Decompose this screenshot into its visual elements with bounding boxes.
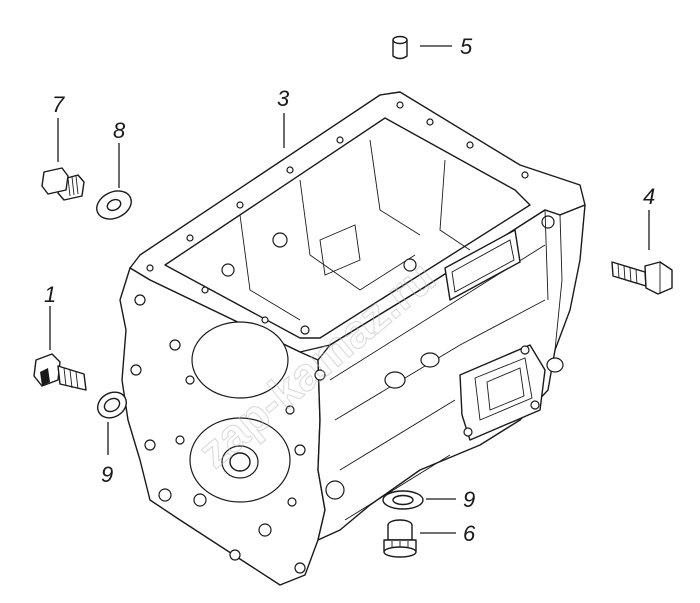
washer-9-left bbox=[96, 391, 128, 419]
front-face-bores bbox=[130, 294, 326, 574]
callout-9-bottom: 9 bbox=[463, 487, 475, 512]
callout-labels: 5 3 7 8 4 1 9 9 6 bbox=[44, 34, 655, 546]
plug-1 bbox=[33, 353, 87, 391]
callout-1: 1 bbox=[44, 282, 56, 307]
washer-9-bottom bbox=[382, 490, 424, 510]
plug-6 bbox=[383, 519, 417, 558]
callout-5: 5 bbox=[460, 34, 473, 59]
washer-8 bbox=[96, 190, 132, 220]
callout-6: 6 bbox=[463, 521, 476, 546]
leader-lines bbox=[49, 45, 650, 534]
flange-bolt-holes bbox=[146, 101, 555, 324]
bolt-4 bbox=[611, 261, 673, 295]
housing-top-opening bbox=[164, 117, 531, 339]
callout-3: 3 bbox=[277, 86, 290, 111]
callout-9-left: 9 bbox=[101, 462, 113, 487]
bolt-7 bbox=[41, 167, 85, 201]
callout-7: 7 bbox=[52, 92, 65, 117]
dowel-pin bbox=[392, 35, 408, 60]
name-plate bbox=[444, 229, 521, 301]
callout-8: 8 bbox=[113, 118, 126, 143]
gearbox-housing bbox=[119, 91, 586, 586]
callout-4: 4 bbox=[643, 184, 655, 209]
side-cover bbox=[459, 344, 546, 441]
